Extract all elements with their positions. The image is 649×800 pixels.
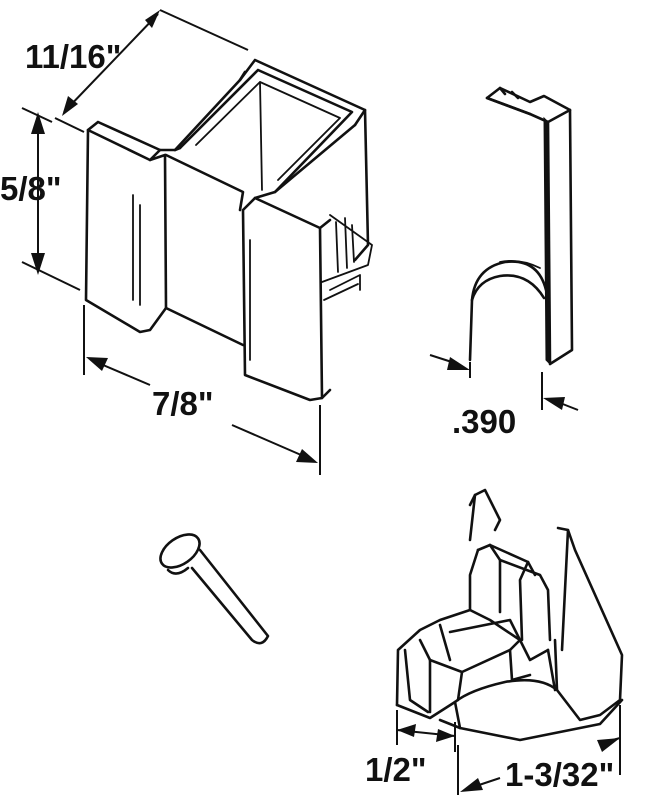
dimension-clip-gap: .390 xyxy=(429,354,579,440)
dimension-width-label: 7/8" xyxy=(152,385,214,422)
dimension-clip-gap-label: .390 xyxy=(452,403,516,440)
dimension-roller-length: 1-3/32" xyxy=(457,705,621,795)
roller-guide-part xyxy=(395,488,624,742)
dimension-width: 7/8" xyxy=(83,305,321,475)
dimension-height-label: 5/8" xyxy=(0,170,62,207)
dimension-roller-width-label: 1/2" xyxy=(365,751,427,788)
dimension-depth: 11/16" xyxy=(25,9,249,133)
dimension-depth-label: 11/16" xyxy=(25,38,121,75)
dimension-height: 5/8" xyxy=(0,107,81,291)
bracket-part xyxy=(84,58,373,402)
dimension-roller-width: 1/2" xyxy=(365,710,456,788)
spring-clip-part xyxy=(468,86,574,366)
dimension-roller-length-label: 1-3/32" xyxy=(505,756,614,793)
pin-part xyxy=(159,533,270,645)
